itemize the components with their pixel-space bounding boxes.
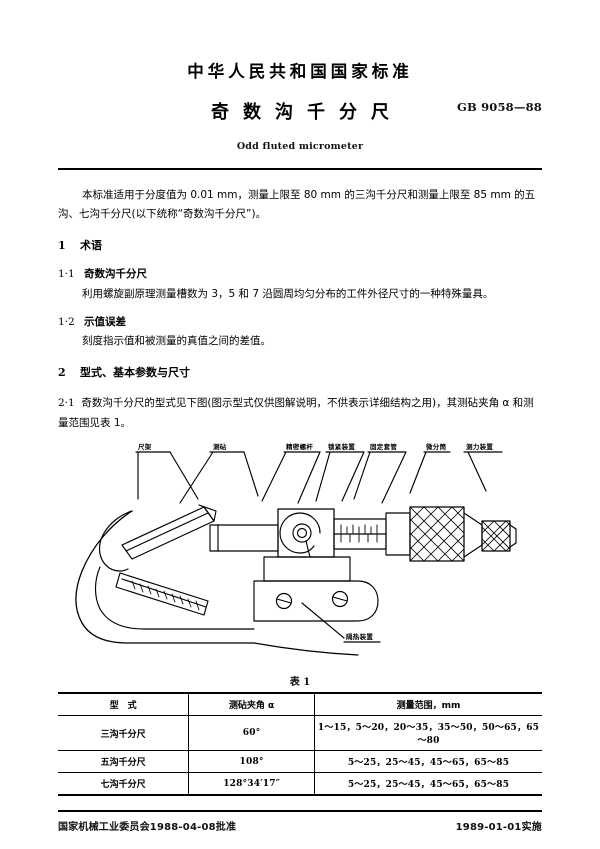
section-1-2-number: 1·2	[58, 316, 75, 329]
title-row: 奇数沟千分尺 GB 9058—88	[58, 98, 542, 128]
section-1-heading: 1 术语	[58, 236, 542, 256]
cell-type: 三沟千分尺	[58, 715, 190, 752]
table-header-row: 型 式 测砧夹角 α 测量范围，mm	[58, 692, 542, 717]
table-row: 七沟千分尺 128°34′17″ 5～25，25～45，45～65，65～85	[58, 772, 542, 797]
figure-label-force-device: 测力装置	[466, 443, 494, 452]
section-1-2-title: 示值误差	[84, 316, 126, 329]
header-range: 测量范围，mm	[314, 692, 542, 717]
cell-range: 1～15，5～20，20～35，35～50，50～65，65～80	[314, 715, 542, 752]
micrometer-drawing	[75, 451, 517, 656]
cell-type: 七沟千分尺	[58, 772, 190, 797]
cell-range: 5～25，25～45，45～65，65～85	[314, 750, 542, 774]
header-divider	[58, 168, 542, 170]
document-body: 本标准适用于分度值为 0.01 mm，测量上限至 80 mm 的三沟千分尺和测量…	[58, 186, 542, 433]
scope-paragraph: 本标准适用于分度值为 0.01 mm，测量上限至 80 mm 的三沟千分尺和测量…	[58, 189, 536, 221]
page-content: 中华人民共和国国家标准 奇数沟千分尺 GB 9058—88 Odd fluted…	[58, 30, 542, 833]
section-2-1-text: 奇数沟千分尺的型式见下图(图示型式仅供图解说明，不供表示详细结构之用)，其测砧夹…	[58, 397, 534, 429]
cell-angle: 60°	[188, 715, 315, 752]
figure-label-anvil: 测砧	[213, 443, 227, 452]
section-1-2-text: 刻度指示值和被测量的真值之间的差值。	[82, 335, 271, 348]
cell-angle: 108°	[188, 750, 315, 774]
figure-label-lock: 锁紧装置	[328, 443, 356, 452]
section-2-title: 型式、基本参数与尺寸	[80, 365, 190, 379]
figure-label-screw: 精密螺杆	[286, 443, 314, 452]
cell-angle: 128°34′17″	[188, 772, 315, 797]
section-2-1-paragraph: 2·1 奇数沟千分尺的型式见下图(图示型式仅供图解说明，不供表示详细结构之用)，…	[58, 394, 542, 433]
effective-statement: 1989-01-01实施	[455, 822, 542, 834]
header-type: 型 式	[58, 692, 190, 717]
approval-statement: 国家机械工业委员会1988-04-08批准	[58, 822, 237, 834]
section-1-1-number: 1·1	[58, 268, 75, 281]
figure-label-insulator: 隔热装置	[346, 633, 374, 642]
section-1-1-text: 利用螺旋副原理测量槽数为 3，5 和 7 沿圆周均匀分布的工件外径尺寸的一种特殊…	[82, 287, 494, 300]
section-2-1-number: 2·1	[58, 397, 75, 410]
cell-range: 5～25，25～45，45～65，65～85	[314, 772, 542, 797]
english-title: Odd fluted micrometer	[236, 141, 364, 152]
micrometer-figure: 尺架 测砧 精密螺杆 锁紧装置 固定套管 微分筒 测力装置 隔热装置	[58, 441, 542, 671]
figure-label-thimble: 微分筒	[426, 443, 447, 452]
page-title: 奇数沟千分尺	[211, 102, 403, 123]
section-2-heading: 2 型式、基本参数与尺寸	[58, 363, 542, 383]
table-caption: 表 1	[289, 677, 311, 689]
figure-label-frame: 尺架	[138, 443, 152, 452]
section-1-1-heading: 1·1 奇数沟千分尺	[58, 265, 542, 284]
parameters-table: 型 式 测砧夹角 α 测量范围，mm 三沟千分尺 60° 1～15，5～20，2…	[58, 692, 542, 797]
section-1-number: 1	[58, 238, 66, 252]
standard-code: GB 9058—88	[456, 100, 542, 114]
cell-type: 五沟千分尺	[58, 750, 190, 774]
table-row: 五沟千分尺 108° 5～25，25～45，45～65，65～85	[58, 750, 542, 774]
section-1-title: 术语	[80, 238, 102, 252]
figure-label-sleeve: 固定套管	[370, 443, 398, 452]
section-2-number: 2	[58, 365, 66, 379]
section-1-1-title: 奇数沟千分尺	[84, 268, 147, 281]
document-footer: 国家机械工业委员会1988-04-08批准 1989-01-01实施	[58, 818, 542, 836]
section-1-2-heading: 1·2 示值误差	[58, 313, 542, 332]
table-row: 三沟千分尺 60° 1～15，5～20，20～35，35～50，50～65，65…	[58, 715, 542, 752]
national-standard-heading: 中华人民共和国国家标准	[187, 62, 413, 81]
footer-divider	[58, 810, 542, 813]
header-angle: 测砧夹角 α	[188, 692, 315, 717]
